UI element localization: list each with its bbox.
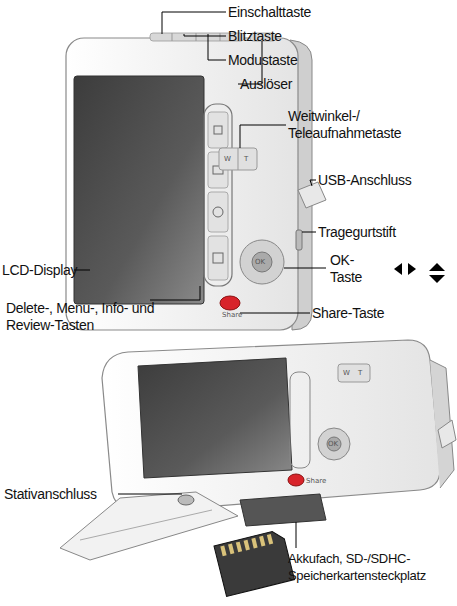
part-label: Modustaste (228, 52, 348, 69)
part-label: Einschalttaste (228, 4, 348, 21)
button-marking: OK (328, 440, 344, 448)
part-label: Stativanschluss (4, 486, 124, 503)
part-label: Delete-, Menu-, Info- und Review-Tasten (6, 300, 156, 334)
button-marking: W (343, 369, 353, 377)
button-marking: T (358, 369, 368, 377)
leader-lines-bottom (118, 494, 296, 548)
part-label: Akkufach, SD-/SDHC- Speicherkartensteckp… (288, 550, 456, 584)
part-label: Blitztaste (228, 28, 348, 45)
part-label: USB-Anschluss (318, 172, 448, 189)
button-marking: W (224, 155, 234, 163)
part-label: Tragegurtstift (318, 224, 448, 241)
part-label: LCD-Display (2, 262, 92, 279)
button-marking: Share (306, 477, 330, 485)
part-label: Auslöser (240, 76, 360, 93)
button-marking: Share (222, 311, 246, 319)
part-label: Share-Taste (312, 305, 442, 322)
button-marking: OK (255, 258, 271, 266)
part-label: Weitwinkel-/ Teleaufnahmetaste (288, 108, 428, 142)
part-label: OK- Taste (330, 252, 370, 286)
camera-underside-view (60, 340, 456, 596)
direction-symbols (394, 263, 445, 283)
button-marking: T (244, 155, 254, 163)
